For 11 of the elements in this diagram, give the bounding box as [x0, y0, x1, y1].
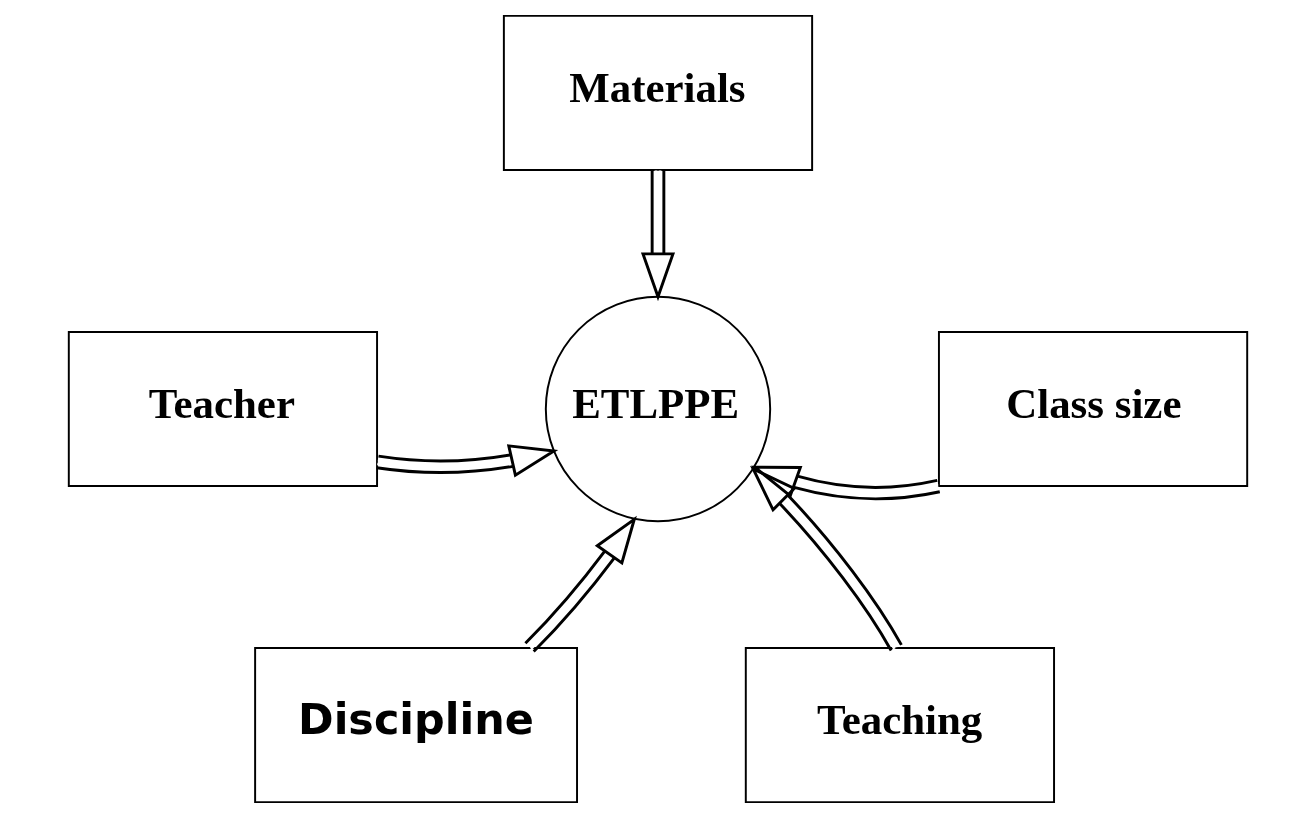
node-box: Teacher: [67, 330, 378, 488]
node-box: Class size: [937, 330, 1248, 488]
node-box: Teaching: [744, 647, 1055, 804]
arrow: [749, 465, 903, 652]
node-box: Discipline: [253, 647, 578, 804]
node-circle: ETLPPE: [544, 295, 771, 523]
arrow: [640, 170, 675, 302]
arrow: [523, 515, 637, 653]
node-box: Materials: [502, 14, 813, 171]
arrow: [750, 465, 940, 501]
arrow: [376, 444, 558, 478]
